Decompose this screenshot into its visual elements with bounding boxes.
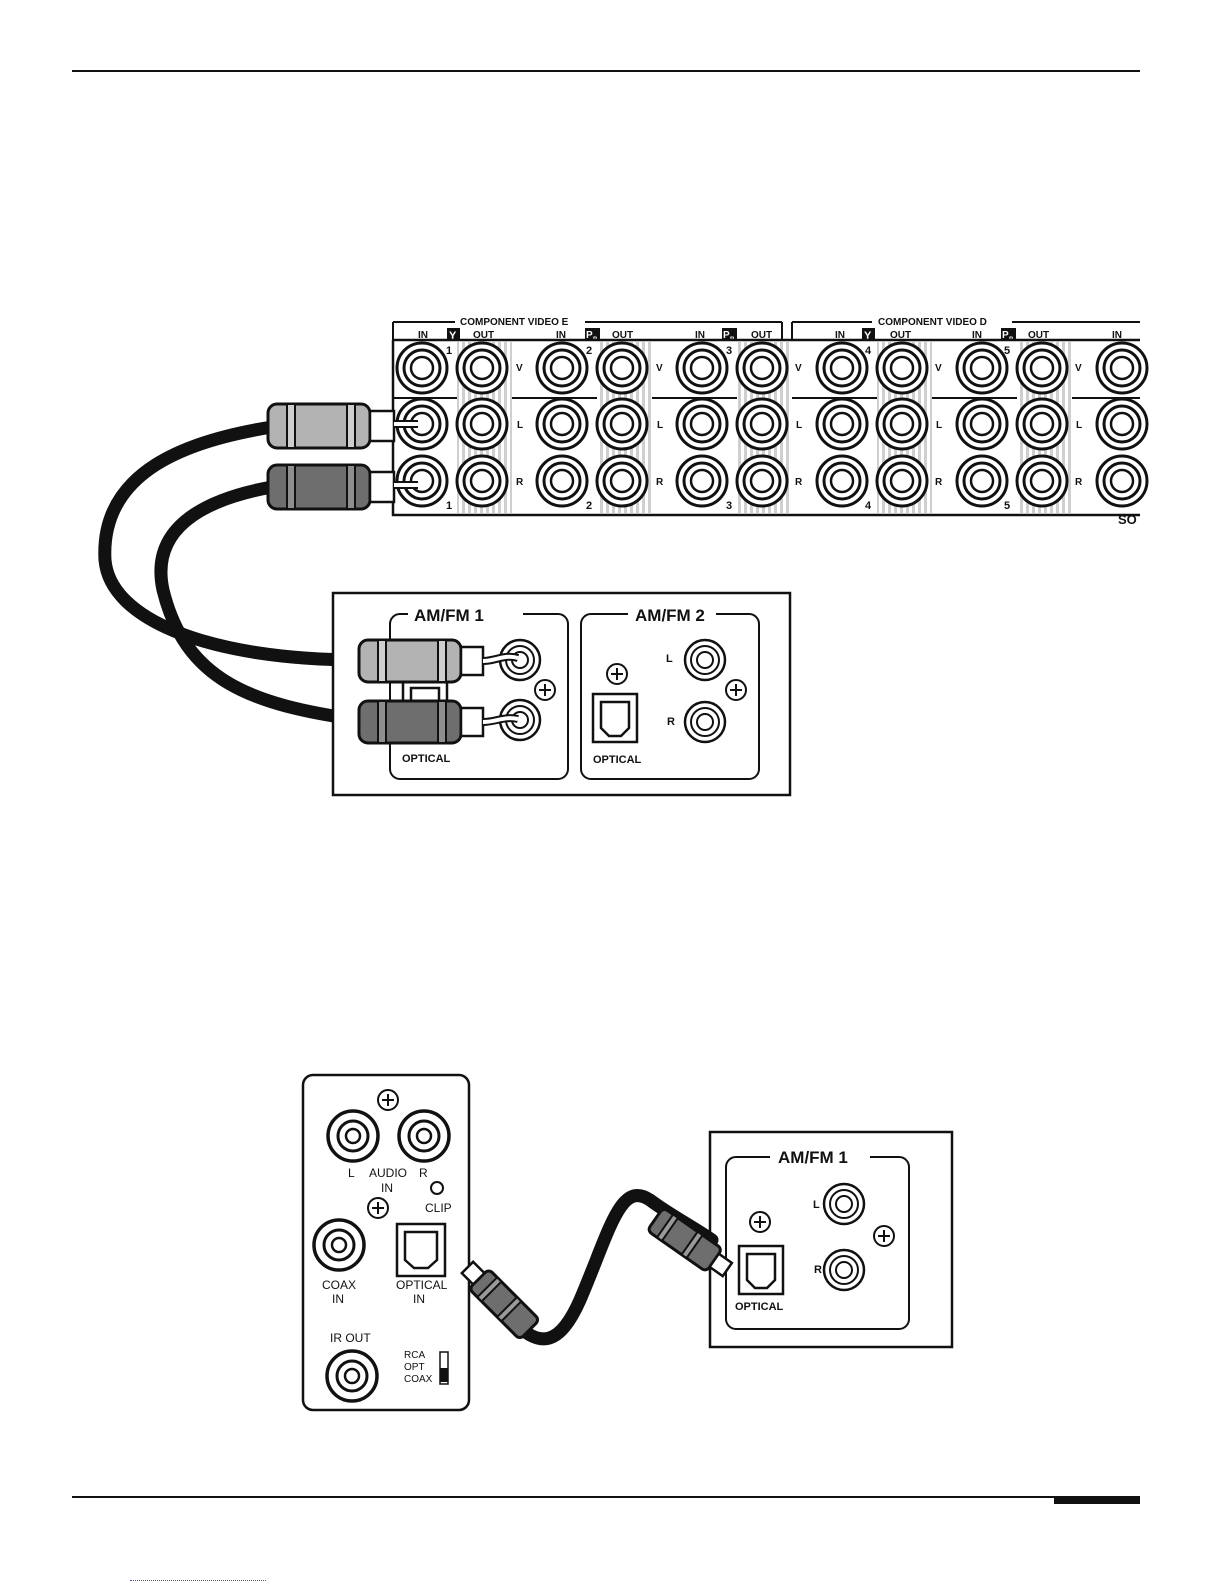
screw-icon	[535, 680, 555, 700]
coax-in-jack	[314, 1220, 364, 1270]
svg-text:R: R	[516, 477, 524, 488]
rca-plug-left-upper	[268, 404, 418, 448]
optical-in-port	[397, 1224, 445, 1276]
svg-text:L: L	[657, 420, 663, 431]
svg-text:1: 1	[446, 345, 452, 357]
rca-plug-right-upper	[268, 465, 418, 509]
screw-icon	[607, 664, 627, 684]
svg-text:5: 5	[1004, 345, 1010, 357]
svg-text:3: 3	[726, 345, 732, 357]
svg-text:3: 3	[726, 500, 732, 512]
svg-text:L: L	[666, 653, 673, 665]
svg-text:V: V	[656, 363, 663, 374]
optical-label-2: OPTICAL	[593, 754, 642, 766]
optical-port-icon	[593, 694, 637, 742]
rear-panel: COMPONENT VIDEO E COMPONENT VIDEO D IN Y…	[393, 314, 1147, 527]
ir-out-jack	[327, 1351, 377, 1401]
svg-text:V: V	[795, 363, 802, 374]
am-fm-2-title: AM/FM 2	[635, 606, 705, 625]
optical-in-label-2: IN	[413, 1292, 425, 1306]
svg-text:4: 4	[865, 345, 872, 357]
switch-rca-label: RCA	[404, 1350, 425, 1361]
tuner-panel-lower: AM/FM 1 L R OPTICAL	[710, 1132, 952, 1347]
svg-text:1: 1	[446, 500, 452, 512]
screw-icon	[750, 1212, 770, 1232]
tuner-panel-upper: AM/FM 1 AM/FM 2 OPTICAL OPTICAL L R	[333, 593, 790, 795]
svg-text:V: V	[935, 363, 942, 374]
svg-text:V: V	[1075, 363, 1082, 374]
svg-text:R: R	[795, 477, 803, 488]
optical-cable	[458, 1196, 736, 1340]
source-device-panel: L AUDIO R IN CLIP COAX IN OPTICAL IN IR …	[303, 1075, 469, 1410]
ir-out-label: IR OUT	[330, 1331, 371, 1345]
audio-label: AUDIO	[369, 1166, 407, 1180]
screw-icon	[368, 1198, 388, 1218]
svg-text:R: R	[667, 716, 675, 728]
optical-label-1: OPTICAL	[402, 753, 451, 765]
svg-text:V: V	[516, 363, 523, 374]
svg-text:2: 2	[586, 345, 592, 357]
coax-in-label: IN	[332, 1292, 344, 1306]
group-e-title: COMPONENT VIDEO E	[460, 317, 569, 328]
clip-led-icon	[431, 1182, 443, 1194]
cut-off-label: SO	[1118, 512, 1137, 527]
svg-text:R: R	[1075, 477, 1083, 488]
svg-text:R: R	[935, 477, 943, 488]
am-fm-1-title-lower: AM/FM 1	[778, 1148, 848, 1167]
screw-icon	[874, 1226, 894, 1246]
svg-text:L: L	[936, 420, 942, 431]
svg-text:L: L	[813, 1199, 820, 1211]
svg-text:L: L	[517, 420, 523, 431]
svg-text:L: L	[1076, 420, 1082, 431]
input-select-switch	[440, 1352, 448, 1384]
am-fm-1-title-upper: AM/FM 1	[414, 606, 484, 625]
optical-in-label-1: OPTICAL	[396, 1278, 448, 1292]
svg-text:R: R	[814, 1264, 822, 1276]
switch-coax-label: COAX	[404, 1374, 433, 1385]
optical-port-icon	[739, 1246, 783, 1294]
audio-r-label: R	[419, 1166, 428, 1180]
switch-opt-label: OPT	[404, 1362, 425, 1373]
svg-text:2: 2	[586, 500, 592, 512]
svg-text:L: L	[796, 420, 802, 431]
optical-label-lower: OPTICAL	[735, 1301, 784, 1313]
svg-text:4: 4	[865, 500, 872, 512]
audio-l-label: L	[348, 1166, 355, 1180]
audio-in-label: IN	[381, 1181, 393, 1195]
screw-icon	[378, 1090, 398, 1110]
clip-label: CLIP	[425, 1201, 452, 1215]
group-d-title: COMPONENT VIDEO D	[878, 317, 987, 328]
audio-r-jack	[399, 1111, 449, 1161]
screw-icon	[726, 680, 746, 700]
svg-text:5: 5	[1004, 500, 1010, 512]
coax-label: COAX	[322, 1278, 356, 1292]
svg-text:R: R	[656, 477, 664, 488]
audio-l-jack	[328, 1111, 378, 1161]
